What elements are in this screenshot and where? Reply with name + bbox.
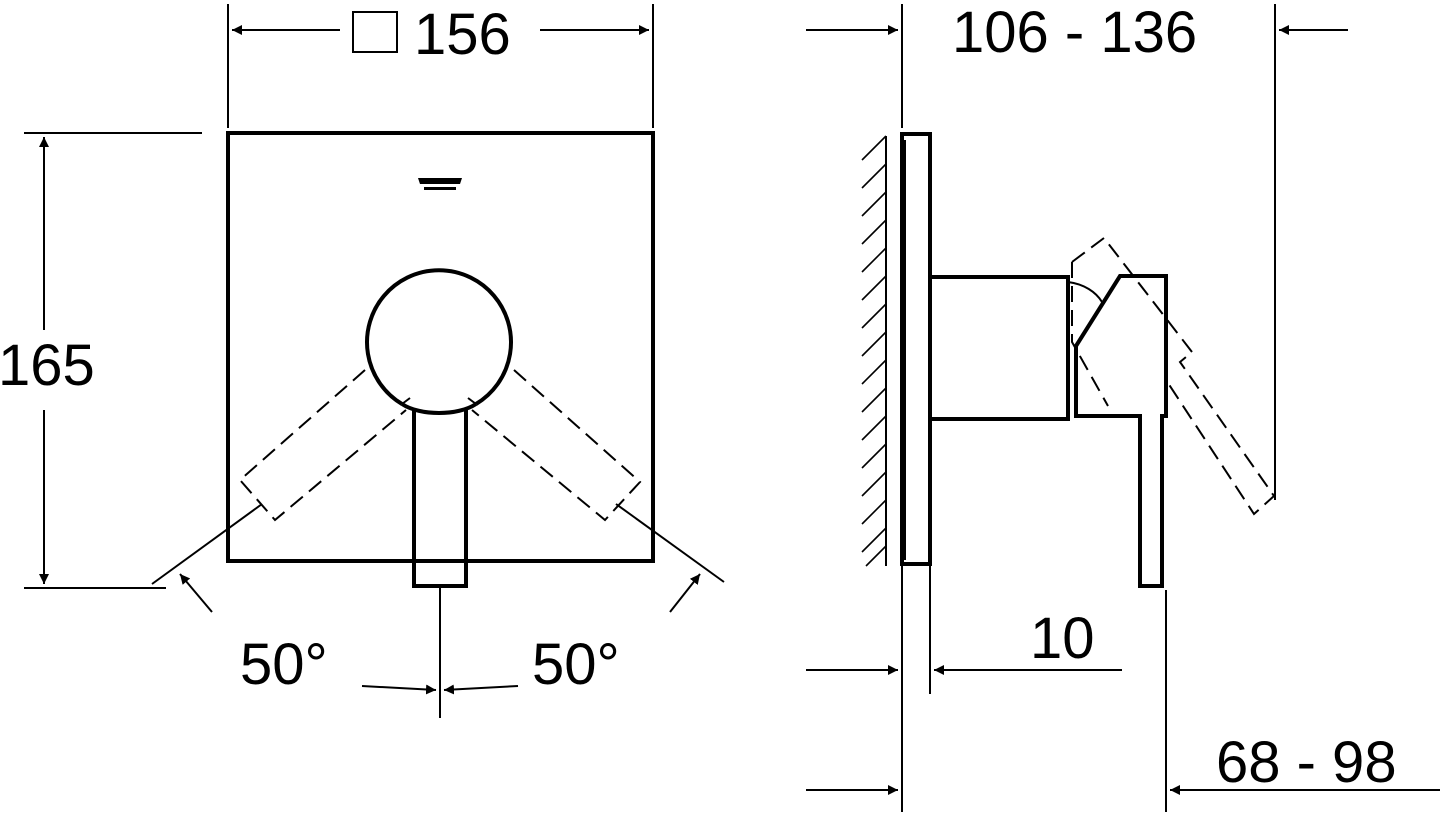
total-projection-dimension: 106 - 136: [806, 0, 1348, 500]
lever-right-position-dashed: [471, 369, 642, 522]
brand-logo-icon: [418, 178, 462, 190]
width-value: 156: [414, 2, 511, 67]
angle-right-label: 50°: [532, 632, 620, 697]
height-dimension: 165: [0, 132, 202, 589]
wall-hatching: [861, 135, 887, 567]
control-knob: [365, 268, 513, 406]
cover-plate: [226, 131, 655, 563]
valve-body: [930, 275, 1070, 421]
angle-dimensions: 50° 50°: [151, 503, 725, 697]
handle-projection-value: 68 - 98: [1216, 730, 1397, 795]
square-symbol-icon: [352, 11, 398, 53]
handle-profile: [1074, 274, 1168, 588]
plate-thickness-value: 10: [1030, 606, 1095, 671]
plate-profile: [900, 132, 932, 566]
lever-handle: [400, 402, 478, 588]
front-view: 156 165 50° 50°: [0, 2, 725, 718]
width-dimension: 156: [227, 2, 654, 128]
angle-left-label: 50°: [240, 632, 328, 697]
handle-collar: [1067, 281, 1103, 303]
total-projection-value: 106 - 136: [952, 0, 1197, 65]
handle-projection-dimension: 68 - 98: [806, 590, 1440, 812]
plate-thickness-dimension: 10: [806, 566, 1122, 812]
side-view: 106 - 136 10 68 - 98: [806, 0, 1440, 812]
handle-alt-position-dashed: [1071, 236, 1276, 516]
lever-left-position-dashed: [238, 369, 407, 522]
height-value: 165: [0, 333, 95, 398]
